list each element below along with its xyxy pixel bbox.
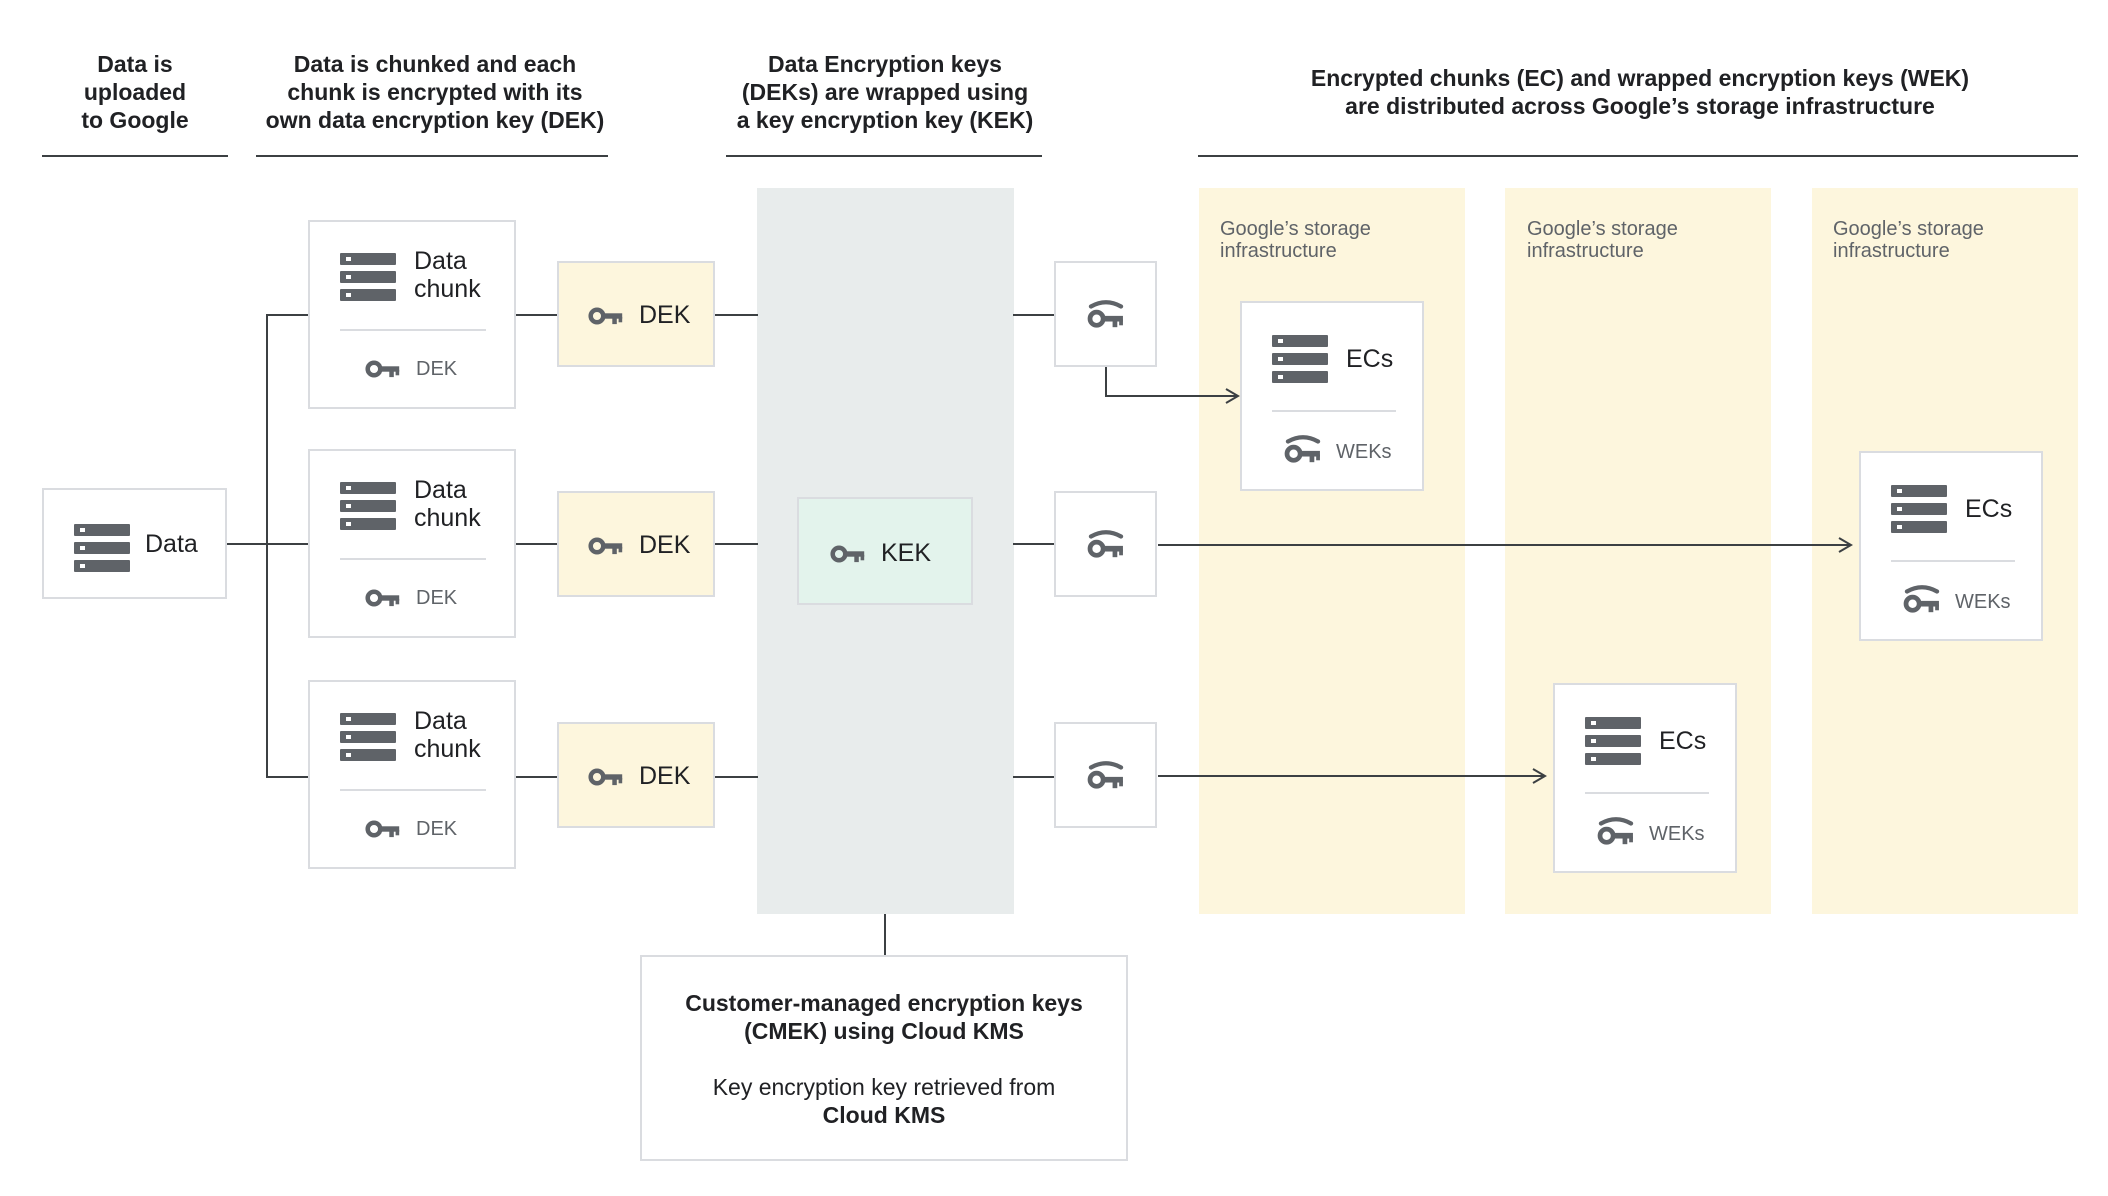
connector-dek-3-to-kek-zone <box>714 776 758 778</box>
storage-column-2-label: Google’s storage infrastructure <box>1527 218 1678 262</box>
data-chunk-divider <box>340 558 486 560</box>
storage-column-1-label: Google’s storage infrastructure <box>1220 218 1371 262</box>
stored-item-box-3: ECs WEKs <box>1859 451 2043 641</box>
ec-label: ECs <box>1346 345 1394 373</box>
arrow-wek-1-to-storage-1 <box>1105 366 1240 404</box>
dek-box-3: DEK <box>557 722 715 828</box>
connector-kek-zone-to-cmek <box>884 914 886 956</box>
wek-label: WEKs <box>1336 441 1392 463</box>
wrapped-key-box-3 <box>1054 722 1157 828</box>
dek-label: DEK <box>639 531 691 559</box>
stored-item-divider <box>1891 560 2015 562</box>
server-stack-icon <box>1585 717 1641 765</box>
wrapped-key-box-2 <box>1054 491 1157 597</box>
data-chunk-dek-label: DEK <box>416 818 458 840</box>
header-distribute-rule <box>1198 155 2078 157</box>
connector-chunk-2-to-dek <box>515 543 558 545</box>
ec-label: ECs <box>1659 727 1707 755</box>
connector-bus-to-chunk-3 <box>266 776 309 778</box>
data-chunk-dek-label: DEK <box>416 587 458 609</box>
header-upload-rule <box>42 155 228 157</box>
wek-label: WEKs <box>1955 591 2011 613</box>
cmek-text-line1: Key encryption key retrieved from <box>712 1074 1056 1100</box>
wrapped-key-icon <box>1087 759 1125 791</box>
wek-label: WEKs <box>1649 823 1705 845</box>
connector-bus <box>266 314 268 778</box>
key-icon <box>588 305 624 327</box>
connector-chunk-1-to-dek <box>515 314 558 316</box>
data-chunk-box-1: Data chunk DEK <box>308 220 516 409</box>
data-chunk-title-line2: chunk <box>414 275 481 303</box>
source-data-box: Data <box>42 488 227 599</box>
key-icon <box>588 766 624 788</box>
header-distribute: Encrypted chunks (EC) and wrapped encryp… <box>1310 65 1970 119</box>
key-icon <box>365 818 401 840</box>
data-chunk-title-line1: Data <box>414 707 467 735</box>
stored-item-divider <box>1585 792 1709 794</box>
wrapped-key-icon <box>1903 583 1941 615</box>
cmek-title-line1: Customer-managed encryption keys <box>685 990 1083 1016</box>
wrapped-key-icon <box>1087 528 1125 560</box>
ec-label: ECs <box>1965 495 2013 523</box>
key-icon <box>830 543 866 565</box>
header-upload: Data is uploaded to Google <box>81 51 189 133</box>
cmek-box: Customer-managed encryption keys (CMEK) … <box>640 955 1128 1161</box>
wrapped-key-box-1 <box>1054 261 1157 367</box>
key-icon <box>365 587 401 609</box>
header-chunk-rule <box>256 155 608 157</box>
data-chunk-title-line2: chunk <box>414 504 481 532</box>
data-chunk-box-3: Data chunk DEK <box>308 680 516 869</box>
cmek-title-line2: (CMEK) using Cloud KMS <box>744 1018 1024 1044</box>
kek-box: KEK <box>797 497 973 605</box>
stored-item-divider <box>1272 410 1396 412</box>
stored-item-box-1: ECs WEKs <box>1240 301 1424 491</box>
wrapped-key-icon <box>1597 815 1635 847</box>
server-stack-icon <box>74 524 130 572</box>
kek-label: KEK <box>881 539 932 567</box>
storage-column-3-label: Google’s storage infrastructure <box>1833 218 1984 262</box>
connector-kek-zone-to-wek-3 <box>1013 776 1055 778</box>
key-icon <box>588 535 624 557</box>
data-chunk-divider <box>340 329 486 331</box>
connector-chunk-3-to-dek <box>515 776 558 778</box>
dek-label: DEK <box>639 301 691 329</box>
server-stack-icon <box>1891 485 1947 533</box>
connector-data-to-bus <box>226 543 267 545</box>
server-stack-icon <box>1272 335 1328 383</box>
connector-dek-1-to-kek-zone <box>714 314 758 316</box>
server-stack-icon <box>340 713 396 761</box>
connector-bus-to-chunk-1 <box>266 314 309 316</box>
key-icon <box>365 358 401 380</box>
wrapped-key-icon <box>1087 298 1125 330</box>
connector-kek-zone-to-wek-1 <box>1013 314 1055 316</box>
cmek-text-line2: Cloud KMS <box>822 1102 946 1128</box>
data-chunk-dek-label: DEK <box>416 358 458 380</box>
data-chunk-title-line1: Data <box>414 247 467 275</box>
connector-bus-to-chunk-2 <box>266 543 309 545</box>
server-stack-icon <box>340 253 396 301</box>
dek-box-1: DEK <box>557 261 715 367</box>
dek-label: DEK <box>639 762 691 790</box>
server-stack-icon <box>340 482 396 530</box>
header-chunk: Data is chunked and each chunk is encryp… <box>265 51 605 133</box>
stored-item-box-2: ECs WEKs <box>1553 683 1737 873</box>
data-chunk-title-line1: Data <box>414 476 467 504</box>
source-data-label: Data <box>145 530 198 558</box>
connector-dek-2-to-kek-zone <box>714 543 758 545</box>
wrapped-key-icon <box>1284 433 1322 465</box>
dek-box-2: DEK <box>557 491 715 597</box>
header-wrap: Data Encryption keys (DEKs) are wrapped … <box>736 51 1034 133</box>
data-chunk-box-2: Data chunk DEK <box>308 449 516 638</box>
data-chunk-title-line2: chunk <box>414 735 481 763</box>
header-wrap-rule <box>726 155 1042 157</box>
data-chunk-divider <box>340 789 486 791</box>
connector-kek-zone-to-wek-2 <box>1013 543 1055 545</box>
